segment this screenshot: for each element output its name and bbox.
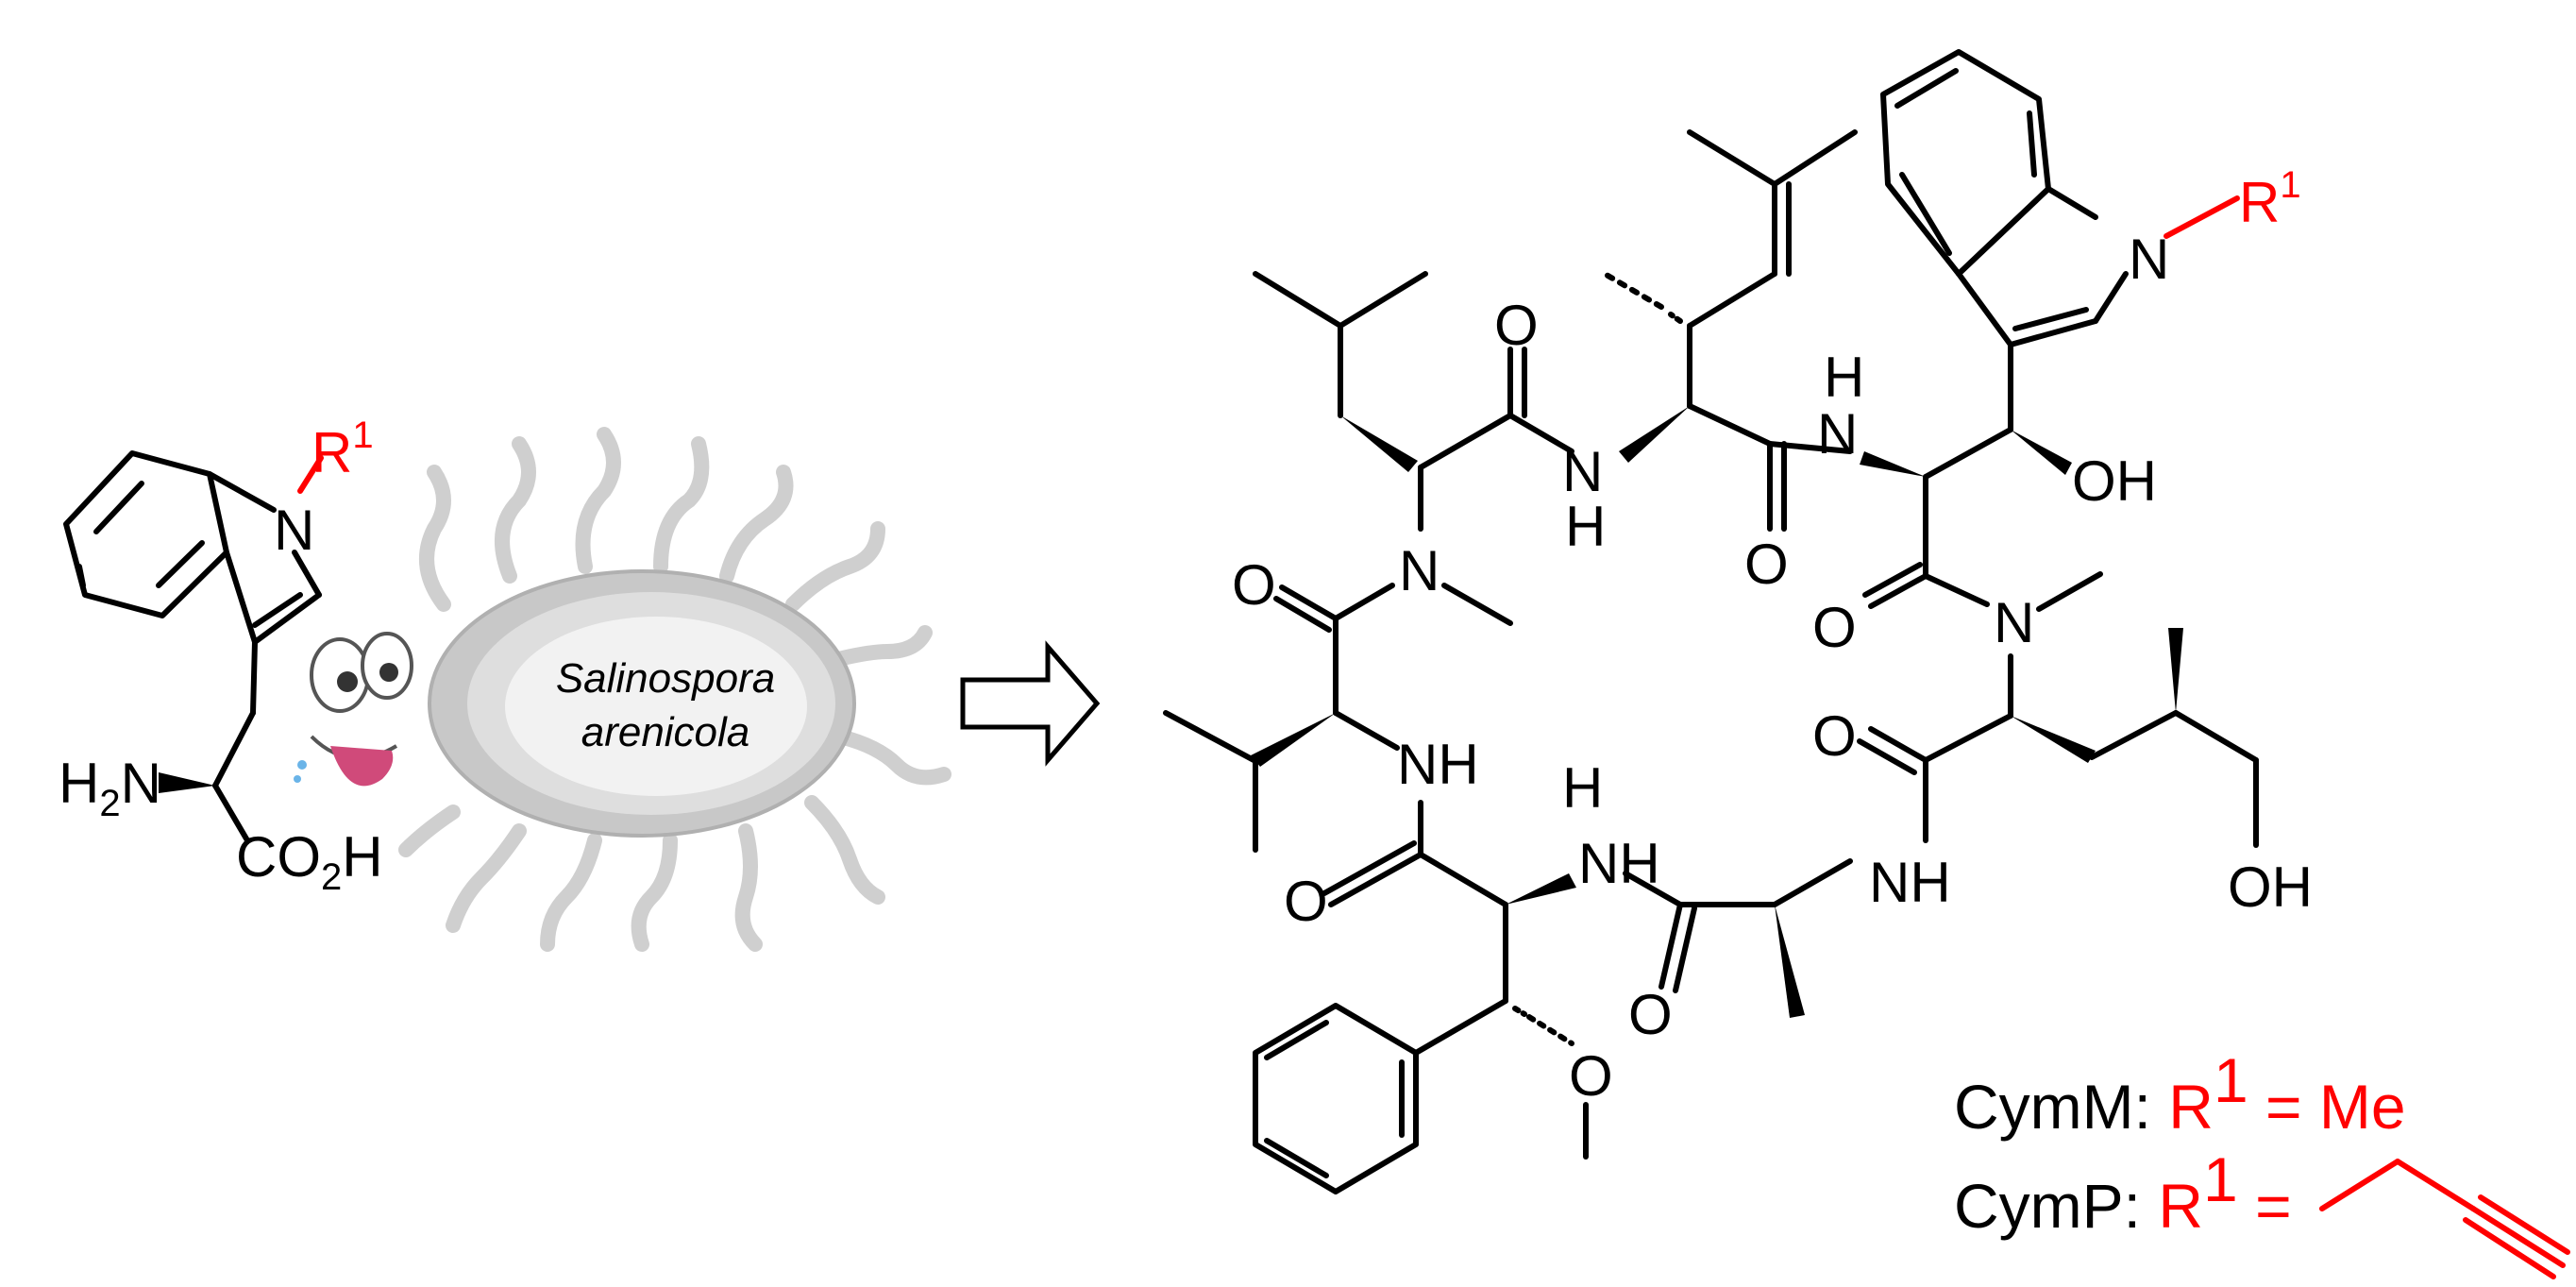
- bacterium-flagella: [398, 427, 951, 952]
- product-o4: O: [1812, 596, 1857, 659]
- precursor-wedge-bond: [159, 772, 215, 793]
- product-nh4: NH: [1869, 851, 1951, 914]
- product-nh6-h: H: [1562, 756, 1603, 820]
- product-o7: O: [1628, 983, 1673, 1046]
- product-nh3: NH: [1397, 733, 1479, 796]
- product-phenyl-ring: [1253, 1003, 1419, 1194]
- product-nh2-h: H: [1824, 346, 1864, 409]
- legend: CymM: R1 = Me CymP: R1 =: [1954, 1045, 2570, 1279]
- product-oh1: OH: [2072, 449, 2157, 513]
- product-o1: O: [1494, 294, 1539, 357]
- product-r1-label: R1: [2239, 164, 2301, 234]
- precursor-molecule: N R1 H2N CO2H: [59, 415, 383, 898]
- organism-name-line2: arenicola: [581, 709, 750, 755]
- precursor-amine-label: H2N: [59, 752, 161, 824]
- product-o6: O: [1284, 870, 1328, 933]
- propargyl-group: [2319, 1159, 2570, 1279]
- product-n1: N: [1399, 539, 1440, 602]
- product-nh5: NH: [1578, 832, 1660, 895]
- product-nh1-h: H: [1565, 495, 1606, 558]
- precursor-indole-n: N: [274, 499, 314, 562]
- reaction-arrow: [960, 640, 1101, 767]
- product-o5: O: [1812, 704, 1857, 768]
- product-o2: O: [1232, 553, 1276, 617]
- product-molecule: O N O N H O H N OH O N O NH NH H NH O O …: [1163, 49, 2313, 1194]
- product-indole-n: N: [2129, 228, 2169, 291]
- legend-cymp: CymP: R1 =: [1954, 1144, 2292, 1241]
- bacterium-body-inner: [505, 617, 807, 796]
- precursor-acid-label: CO2H: [236, 825, 383, 898]
- product-n2: N: [1994, 591, 2034, 654]
- product-nh2-n: N: [1817, 402, 1858, 466]
- product-o-me: O: [1569, 1044, 1613, 1108]
- legend-cymm: CymM: R1 = Me: [1954, 1045, 2406, 1142]
- product-indole-benzene: [1880, 49, 2051, 277]
- product-oh2: OH: [2228, 855, 2313, 919]
- bacterium-cartoon: Salinospora arenicola: [294, 427, 951, 952]
- organism-name-line1: Salinospora: [556, 655, 775, 702]
- product-o3: O: [1744, 533, 1789, 596]
- precursor-benzene-ring: [63, 450, 229, 618]
- product-nh1-n: N: [1562, 440, 1603, 503]
- precursor-r1-label: R1: [311, 415, 374, 484]
- bacterium-tongue: [330, 746, 394, 787]
